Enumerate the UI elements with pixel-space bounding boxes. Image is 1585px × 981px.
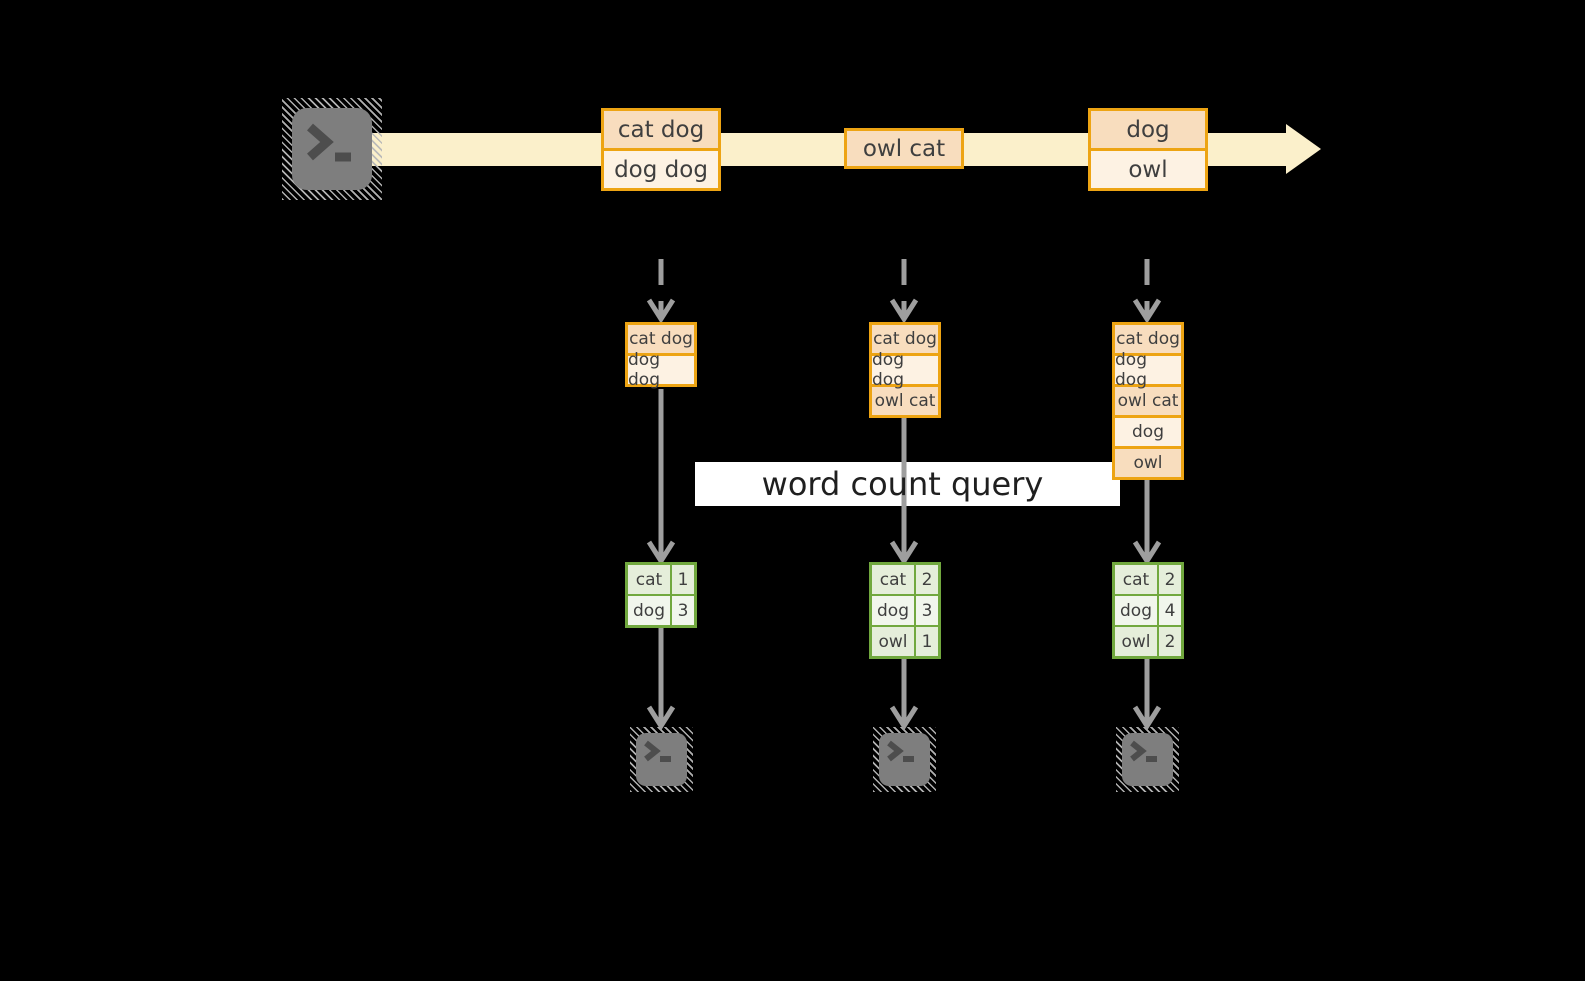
state-box-3: cat dog dog dog owl cat dog owl [1112,322,1184,480]
state-record: dog dog [1115,350,1181,390]
terminal-prompt-icon [644,740,671,762]
state-record: cat dog [872,325,938,353]
terminal-prompt-icon [887,740,914,762]
event-group-1: cat dog dog dog [601,108,721,191]
terminal-screen [879,733,930,786]
result-word: cat [628,565,670,594]
output-arrow-3 [1132,659,1162,731]
result-row: dog 3 [872,596,938,625]
result-word: cat [872,565,914,594]
state-record: dog dog [628,350,694,390]
result-count: 2 [916,565,938,594]
query-arrow-1 [646,389,676,566]
result-row: cat 2 [1115,565,1181,594]
result-word: owl [872,627,914,656]
output-terminal-icon-2 [873,727,936,792]
output-terminal-icon-1 [630,727,693,792]
output-terminal-icon-3 [1116,727,1179,792]
result-row: owl 1 [872,627,938,656]
terminal-screen [292,108,372,190]
result-word: dog [628,596,670,625]
source-terminal-icon [282,98,382,200]
state-record: owl cat [872,387,938,415]
result-count: 2 [1159,627,1181,656]
query-band [695,462,1120,506]
state-record: cat dog [628,325,694,353]
ingest-dashed-arrow-2 [889,259,919,324]
output-arrow-2 [889,659,919,731]
result-table-1: cat 1 dog 3 [625,562,697,628]
result-count: 1 [916,627,938,656]
terminal-screen [636,733,687,786]
query-arrow-2 [889,418,919,566]
terminal-prompt-icon [1130,740,1157,762]
event-record: owl [1091,151,1205,188]
state-box-2: cat dog dog dog owl cat [869,322,941,418]
event-record: owl cat [847,131,961,166]
result-count: 1 [672,565,694,594]
result-word: dog [1115,596,1157,625]
state-box-1: cat dog dog dog [625,322,697,390]
result-table-2: cat 2 dog 3 owl 1 [869,562,941,659]
state-record: owl [1115,449,1181,477]
event-record: dog dog [604,151,718,188]
state-record: cat dog [1115,325,1181,353]
result-row: dog 3 [628,596,694,625]
ingest-dashed-arrow-1 [646,259,676,324]
result-count: 2 [1159,565,1181,594]
terminal-screen [1122,733,1173,786]
ingest-dashed-arrow-3 [1132,259,1162,324]
result-count: 3 [672,596,694,625]
query-label: word count query [761,465,1044,503]
state-record: dog dog [872,350,938,390]
event-record: cat dog [604,111,718,148]
terminal-prompt-icon [307,123,351,162]
state-record: dog [1115,418,1181,446]
event-record: dog [1091,111,1205,148]
output-arrow-1 [646,628,676,731]
stream-arrowhead-icon [1286,124,1321,174]
result-word: cat [1115,565,1157,594]
result-count: 4 [1159,596,1181,625]
state-record: owl cat [1115,387,1181,415]
result-row: cat 2 [872,565,938,594]
result-row: cat 1 [628,565,694,594]
result-count: 3 [916,596,938,625]
event-group-2: owl cat [844,128,964,169]
event-group-3: dog owl [1088,108,1208,191]
result-table-3: cat 2 dog 4 owl 2 [1112,562,1184,659]
result-row: dog 4 [1115,596,1181,625]
result-word: owl [1115,627,1157,656]
result-word: dog [872,596,914,625]
result-row: owl 2 [1115,627,1181,656]
query-arrow-3 [1132,480,1162,566]
